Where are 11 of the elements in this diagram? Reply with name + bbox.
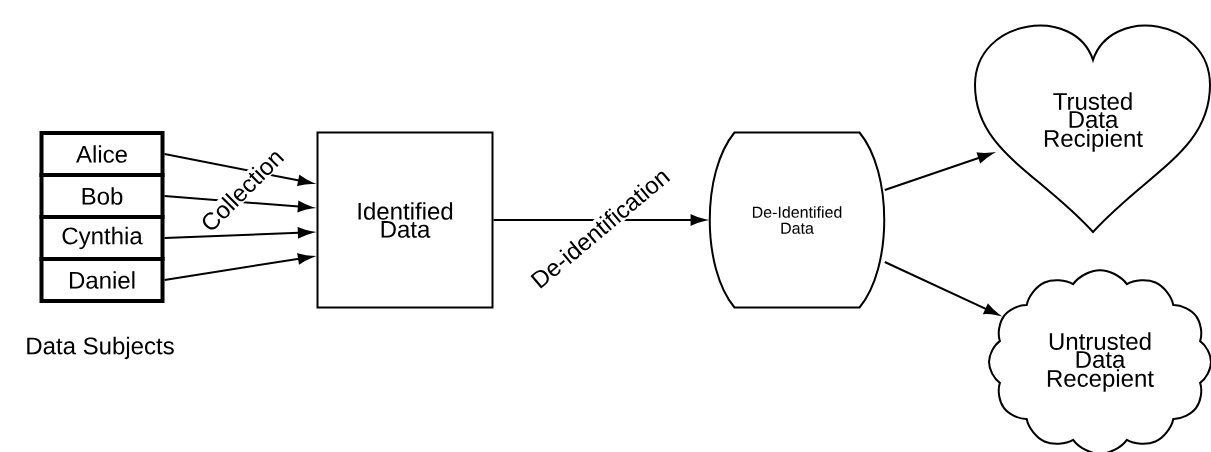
subject-cell: Cynthia — [39, 215, 165, 261]
arrow — [883, 152, 993, 191]
subject-cell: Alice — [39, 131, 165, 177]
process-box: Identified Data — [316, 131, 494, 309]
arrow — [163, 195, 313, 212]
arrow — [163, 227, 313, 239]
group-caption: Data Subjects — [27, 336, 174, 360]
arrow — [492, 214, 706, 226]
arrow — [883, 261, 999, 316]
subject-cell: Daniel — [39, 257, 165, 303]
subject-cell: Bob — [39, 173, 165, 219]
